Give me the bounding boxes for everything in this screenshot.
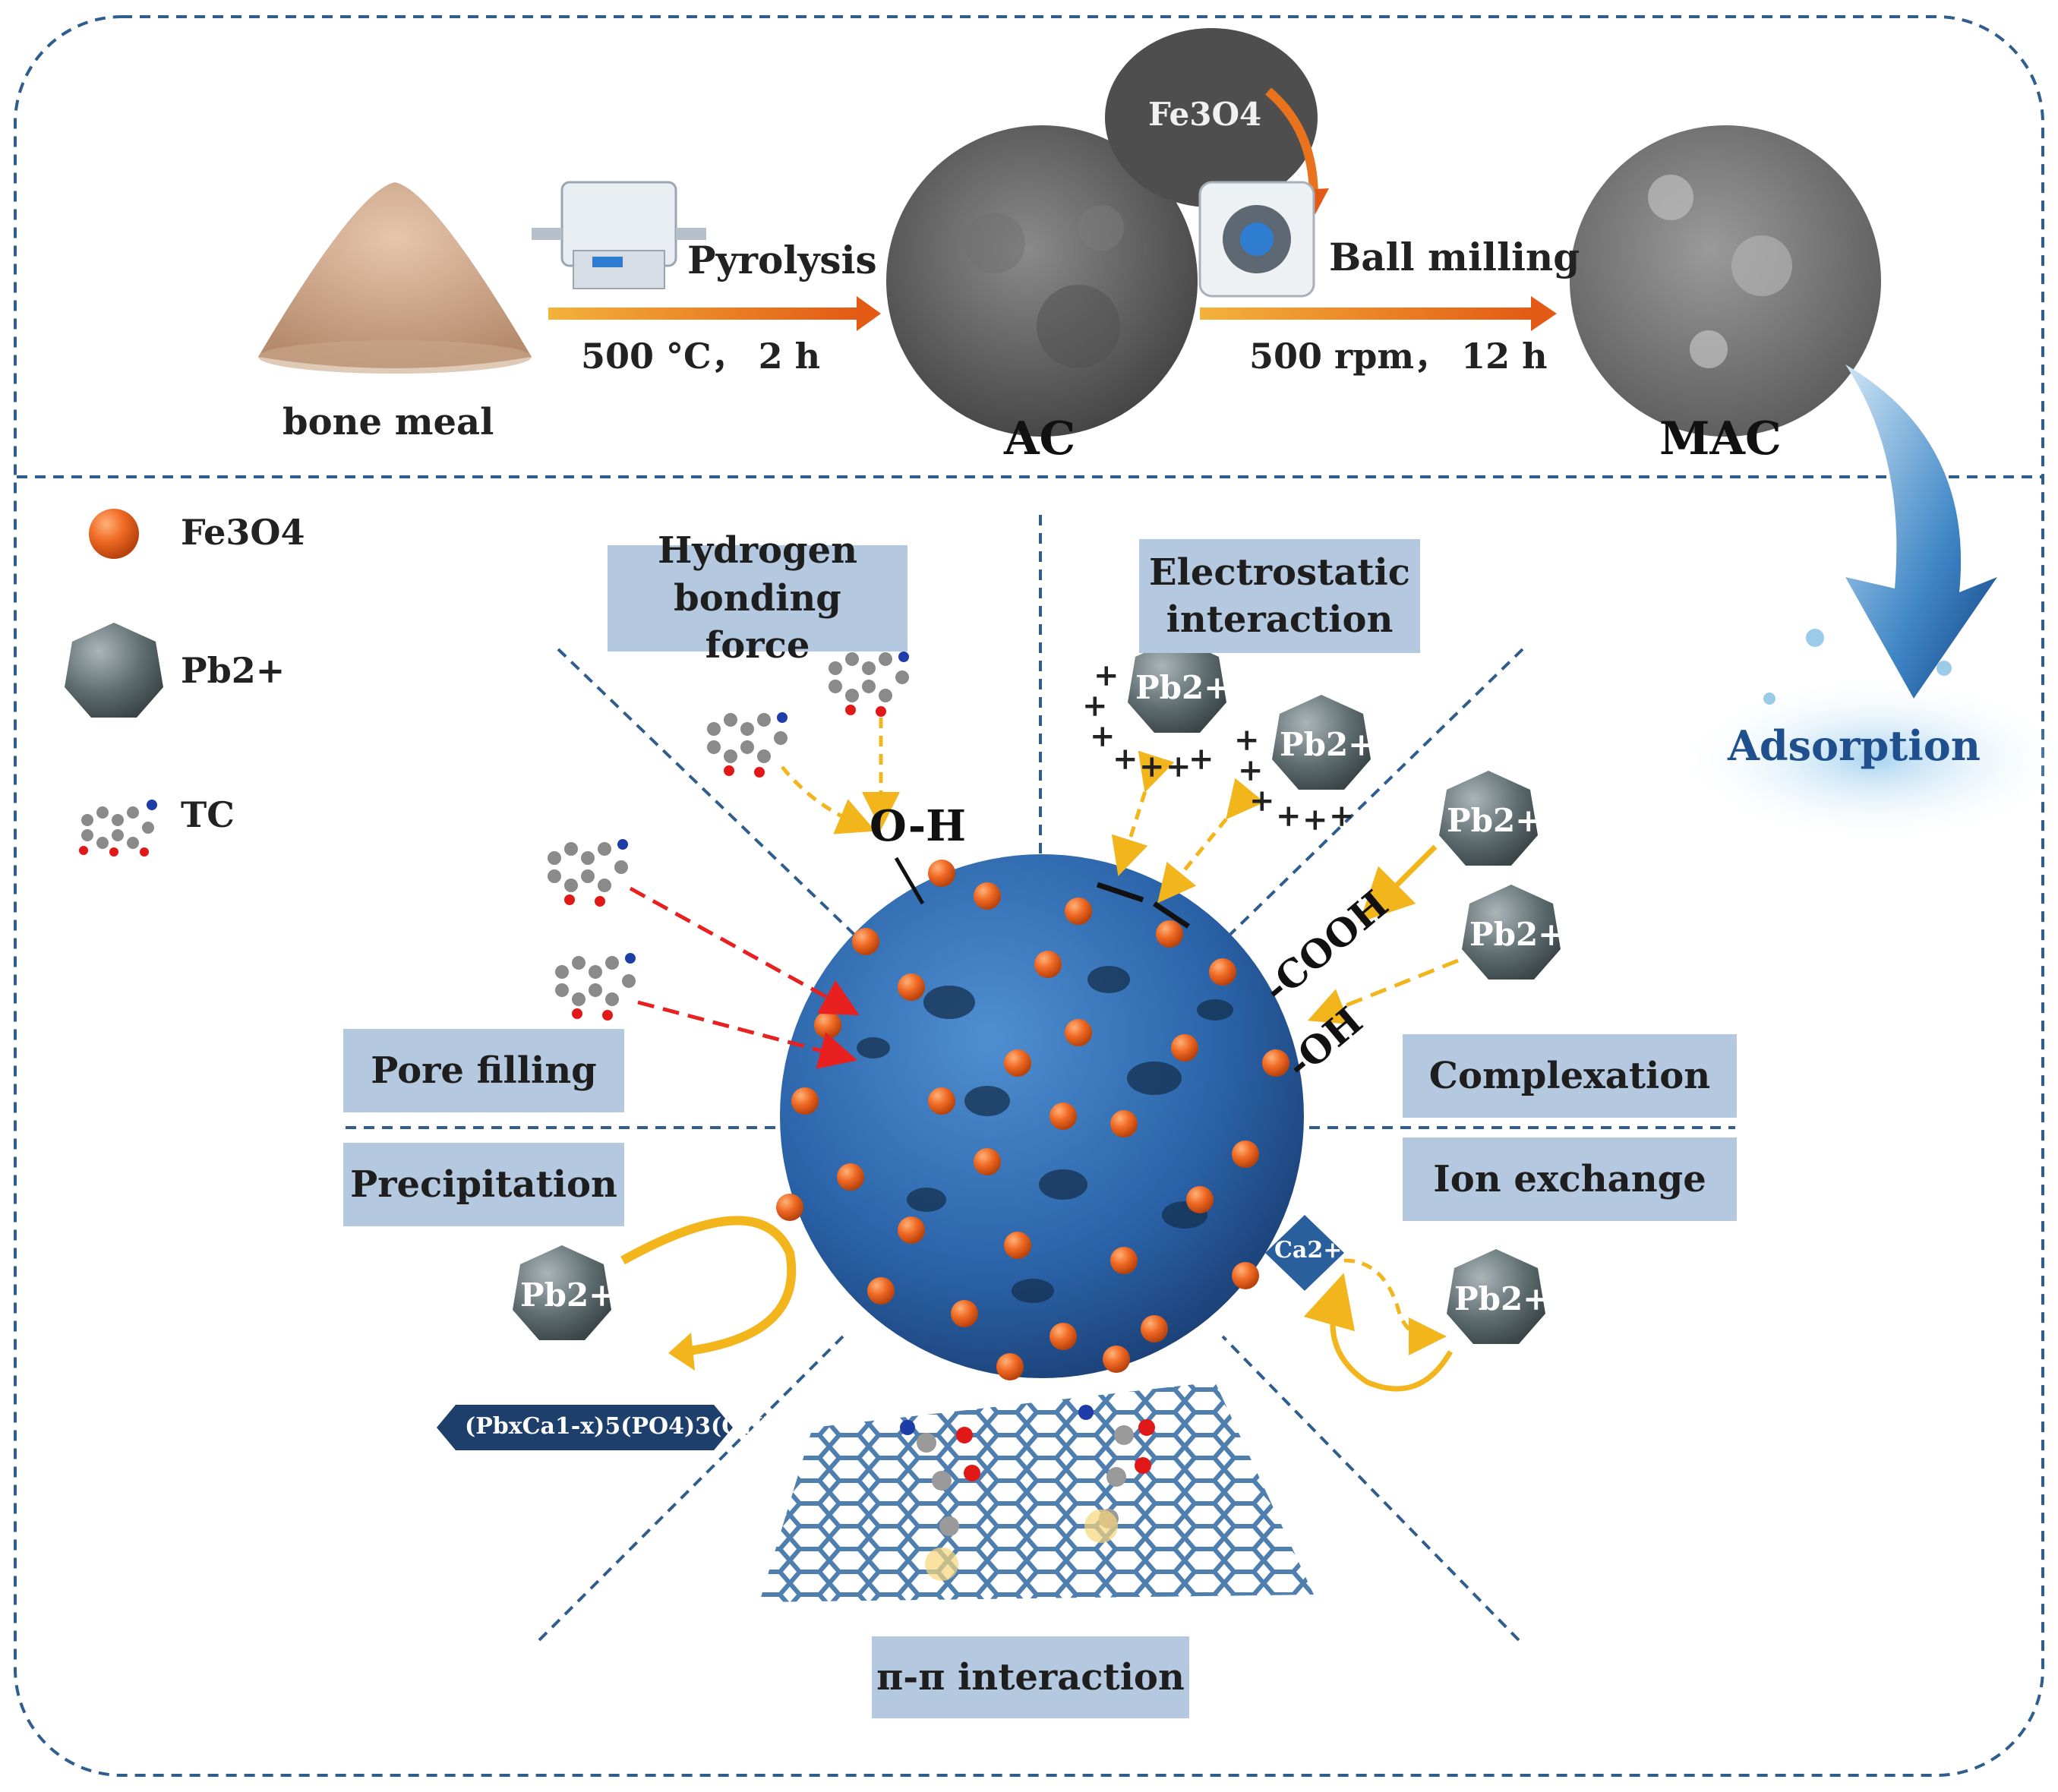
pb-ion-label-p: Pb2+: [520, 1276, 616, 1314]
legend-pb-label: Pb2+: [181, 650, 286, 691]
pb-ion-label-x: Pb2+: [1454, 1280, 1550, 1317]
tc-molecule-pore: [548, 839, 636, 1021]
ball-milling-arrow: [1200, 296, 1557, 331]
legend-tc-label: TC: [181, 794, 235, 835]
pb-ion-label-c2: Pb2+: [1469, 916, 1565, 953]
pore-filling-arrow-2: [637, 1000, 858, 1069]
ca-ion-diamond: [1265, 1215, 1344, 1291]
legend-fe3o4-icon: [89, 509, 139, 559]
hbond-arrow-1: [781, 765, 876, 834]
precipitate-tag: [437, 1405, 733, 1450]
precipitation-box: Precipitation: [343, 1143, 624, 1226]
plus-sign: +: [1188, 741, 1214, 777]
graphene-sheet: [759, 1382, 1314, 1602]
pore-filling-arrow-1: [629, 886, 860, 1016]
pb-ion-complexation-2: [1462, 885, 1561, 980]
adsorption-arrow: [1845, 364, 1997, 699]
plus-sign: +: [1238, 752, 1264, 788]
pb-ion-electrostatic-1: [1128, 638, 1226, 733]
bone-meal-pile: [258, 182, 532, 374]
tc-molecule-hbond: [707, 651, 909, 778]
pi-pi-box: π-π interaction: [872, 1636, 1189, 1718]
tube-furnace-icon: [532, 181, 706, 289]
pyrolysis-conditions: 500 °C， 2 h: [581, 336, 821, 377]
plus-sign: +: [1094, 658, 1119, 693]
complexation-arrow-1: [1359, 844, 1438, 923]
electrostatic-arrow-2: [1157, 778, 1265, 904]
outer-frame: [14, 15, 2044, 1777]
pb-ion-label-e2: Pb2+: [1280, 726, 1375, 763]
legend-fe3o4-label: Fe3O4: [181, 512, 305, 553]
pyrolysis-label: Pyrolysis: [687, 238, 877, 282]
plus-sign: +: [1234, 722, 1260, 758]
plus-sign: +: [1276, 798, 1302, 834]
complexation-box: Complexation: [1403, 1034, 1737, 1118]
sector-dividers: [346, 515, 1735, 1642]
precipitation-arrow: [620, 1216, 797, 1356]
oh-bond-label: O-H: [870, 801, 966, 851]
pb-ion-complexation-1: [1439, 771, 1538, 866]
legend-pb-icon: [65, 623, 163, 718]
mac-sem-image: [1570, 125, 1881, 437]
bone-meal-label: bone meal: [283, 401, 494, 443]
pb-ion-electrostatic-2: [1272, 695, 1371, 790]
water-splash: [1678, 629, 2058, 843]
plus-sign: +: [1302, 802, 1328, 838]
negative-surface-charge: [1096, 882, 1190, 929]
plus-sign: +: [1090, 718, 1116, 754]
complexation-arrow-2: [1307, 958, 1459, 1024]
ion-exchange-dashed-arrow: [1343, 1258, 1447, 1355]
ball-mill-icon: [1198, 181, 1315, 298]
ion-exchange-solid-arrow: [1303, 1273, 1454, 1392]
plus-sign: +: [1329, 798, 1355, 834]
ball-milling-conditions: 500 rpm， 12 h: [1249, 336, 1548, 377]
precipitation-arrowhead: [668, 1333, 695, 1371]
plus-sign: +: [1249, 783, 1275, 819]
pb-ion-precipitation: [513, 1245, 611, 1340]
electrostatic-arrow-1: [1111, 750, 1175, 876]
tc-molecule-legend: [79, 800, 157, 857]
plus-sign: +: [1113, 741, 1138, 777]
pore-filling-box: Pore filling: [343, 1029, 624, 1112]
precipitate-formula: (PbxCa1-x)5(PO4)3(OH): [465, 1413, 774, 1440]
mac-label: MAC: [1659, 412, 1782, 465]
ion-exchange-box: Ion exchange: [1403, 1137, 1737, 1221]
mac-particle-sphere: [776, 854, 1304, 1380]
electrostatic-box: Electrostatic interaction: [1139, 539, 1420, 653]
plus-sign: +: [1082, 688, 1108, 724]
pb-ion-label-c1: Pb2+: [1447, 802, 1542, 839]
ca-ion-label: Ca2+: [1274, 1237, 1343, 1264]
plus-sign: +: [1166, 749, 1192, 784]
fe3o4-powder-circle: [1105, 28, 1318, 207]
plus-sign: +: [1139, 749, 1165, 784]
pb-ion-label-e1: Pb2+: [1135, 669, 1231, 706]
ac-sem-image: [886, 125, 1198, 437]
adsorption-label: Adsorption: [1728, 721, 1981, 770]
fe3o4-additive-label: Fe3O4: [1148, 96, 1262, 133]
hydrogen-bonding-box: Hydrogen bonding force: [608, 529, 907, 667]
pyrolysis-arrow: [548, 296, 881, 331]
fe3o4-addition-arrow: [1265, 87, 1318, 198]
ac-label: AC: [1004, 412, 1076, 465]
ball-milling-label: Ball milling: [1329, 235, 1580, 279]
oh-bond-line: [894, 857, 925, 905]
pb-ion-exchange: [1447, 1249, 1545, 1344]
